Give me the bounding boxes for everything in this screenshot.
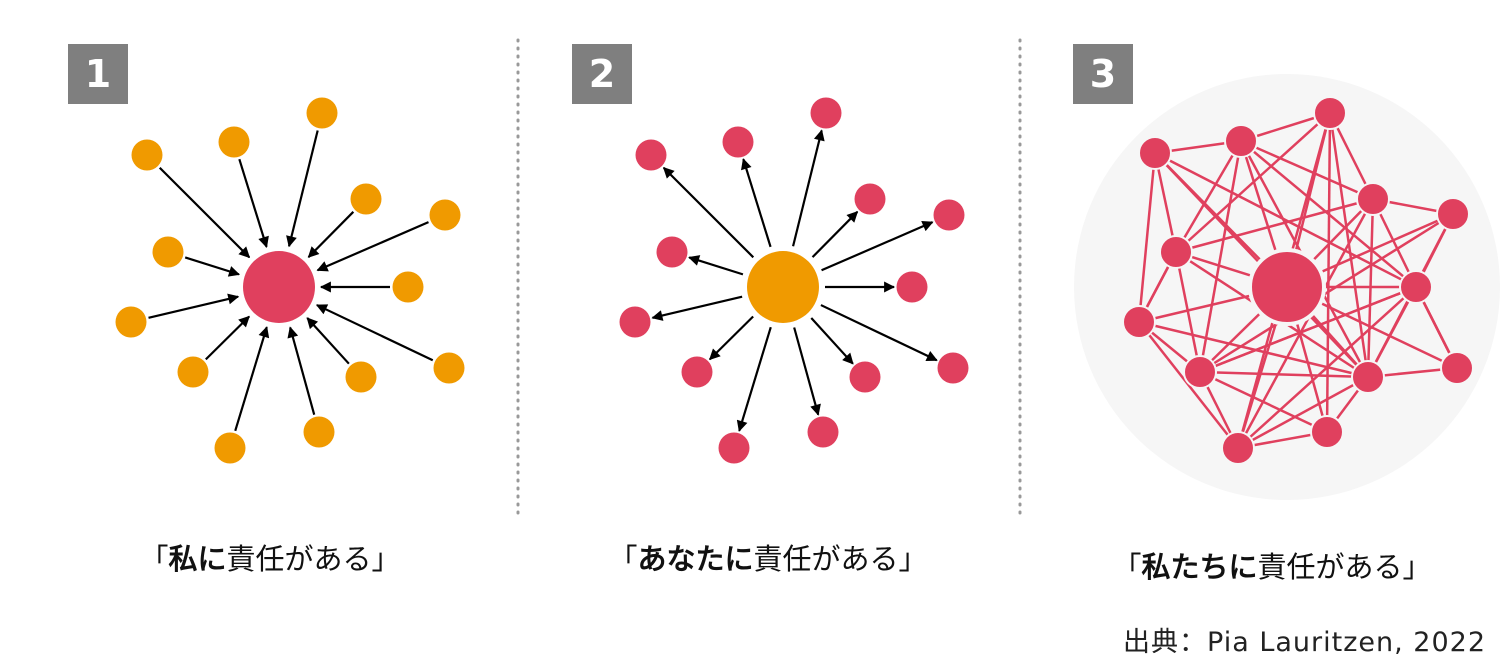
network-edge-7 <box>1174 140 1243 253</box>
arrow-2-10 <box>810 317 854 365</box>
arrow-1-4 <box>307 211 355 258</box>
node-1-5 <box>429 199 461 231</box>
node-3-12 <box>1310 415 1344 449</box>
hub-2 <box>747 251 819 323</box>
panel-2-number: 2 <box>572 44 632 104</box>
network-edge-8 <box>1198 140 1243 373</box>
node-3-9 <box>1183 355 1217 389</box>
network-edge-44 <box>1199 212 1454 374</box>
panel-3-number: 3 <box>1073 44 1133 104</box>
node-2-12 <box>807 416 839 448</box>
network-edge-33 <box>1199 370 1369 379</box>
node-3-11 <box>1440 351 1474 385</box>
node-1-4 <box>350 183 382 215</box>
arrow-1-2 <box>238 158 269 248</box>
panel-1-caption: 「私に責任がある」 <box>139 542 401 576</box>
panel-3-caption: 「私たちに責任がある」 <box>1112 550 1432 584</box>
source-credit: 出典：Pia Lauritzen, 2022 <box>1123 627 1486 658</box>
node-3-7 <box>1399 270 1433 304</box>
node-1-11 <box>433 352 465 384</box>
network-edge-20 <box>1236 198 1375 449</box>
arrow-2-13 <box>736 326 772 432</box>
arrow-1-1 <box>158 166 251 259</box>
node-1-7 <box>392 271 424 303</box>
node-1-9 <box>177 356 209 388</box>
node-1-1 <box>131 139 163 171</box>
node-2-2 <box>722 126 754 158</box>
node-3-5 <box>1436 197 1470 231</box>
node-1-12 <box>303 416 335 448</box>
arrow-1-8 <box>148 293 240 319</box>
node-3-1 <box>1138 136 1172 170</box>
arrow-2-3 <box>792 129 825 247</box>
node-1-6 <box>152 236 184 268</box>
arrow-2-1 <box>662 166 755 259</box>
node-3-4 <box>1356 182 1390 216</box>
hub-3 <box>1248 248 1326 326</box>
node-1-13 <box>214 432 246 464</box>
arrow-2-6 <box>688 255 744 276</box>
node-2-9 <box>681 356 713 388</box>
network-edge-30 <box>1138 321 1239 449</box>
node-2-10 <box>849 361 881 393</box>
node-3-6 <box>1159 235 1193 269</box>
arrow-2-2 <box>741 158 772 248</box>
node-3-10 <box>1351 360 1385 394</box>
network-edge-29 <box>1138 320 1369 379</box>
network-edge-3 <box>1137 152 1157 323</box>
hub-1 <box>243 251 315 323</box>
network-edge-34 <box>1199 370 1328 434</box>
node-3-2 <box>1224 124 1258 158</box>
arrow-1-10 <box>306 317 350 365</box>
panel-2-caption: 「あなたに責任がある」 <box>608 542 928 576</box>
node-2-8 <box>619 306 651 338</box>
network-edge-31 <box>1174 251 1202 373</box>
network-edge-9 <box>1240 139 1374 201</box>
arrow-1-6 <box>184 256 240 277</box>
node-1-3 <box>306 97 338 129</box>
arrow-1-11 <box>315 304 434 362</box>
network-edge-37 <box>1237 375 1369 450</box>
arrow-1-3 <box>286 130 319 248</box>
arrow-2-8 <box>651 295 743 321</box>
node-1-8 <box>115 306 147 338</box>
arrow-2-5 <box>821 221 934 272</box>
node-2-5 <box>933 199 965 231</box>
arrow-1-9 <box>205 315 250 361</box>
node-2-3 <box>810 97 842 129</box>
node-2-11 <box>937 352 969 384</box>
node-3-8 <box>1122 305 1156 339</box>
node-2-1 <box>635 139 667 171</box>
network-edge-17 <box>1175 197 1374 254</box>
node-1-10 <box>345 361 377 393</box>
node-2-7 <box>896 271 928 303</box>
network-edge-42 <box>1199 285 1417 374</box>
arrow-2-12 <box>793 327 821 416</box>
arrow-2-4 <box>811 211 859 258</box>
arrow-1-5 <box>316 221 429 272</box>
node-3-13 <box>1221 431 1255 465</box>
node-2-4 <box>854 183 886 215</box>
arrow-1-13 <box>234 326 270 432</box>
node-2-13 <box>718 432 750 464</box>
arrow-2-11 <box>820 304 938 362</box>
arrow-1-12 <box>287 326 316 415</box>
network-edge-15 <box>1325 112 1332 433</box>
arrow-2-9 <box>709 315 754 361</box>
panel-1-number: 1 <box>68 44 128 104</box>
node-3-3 <box>1313 96 1347 130</box>
node-1-2 <box>218 126 250 158</box>
node-2-6 <box>656 236 688 268</box>
